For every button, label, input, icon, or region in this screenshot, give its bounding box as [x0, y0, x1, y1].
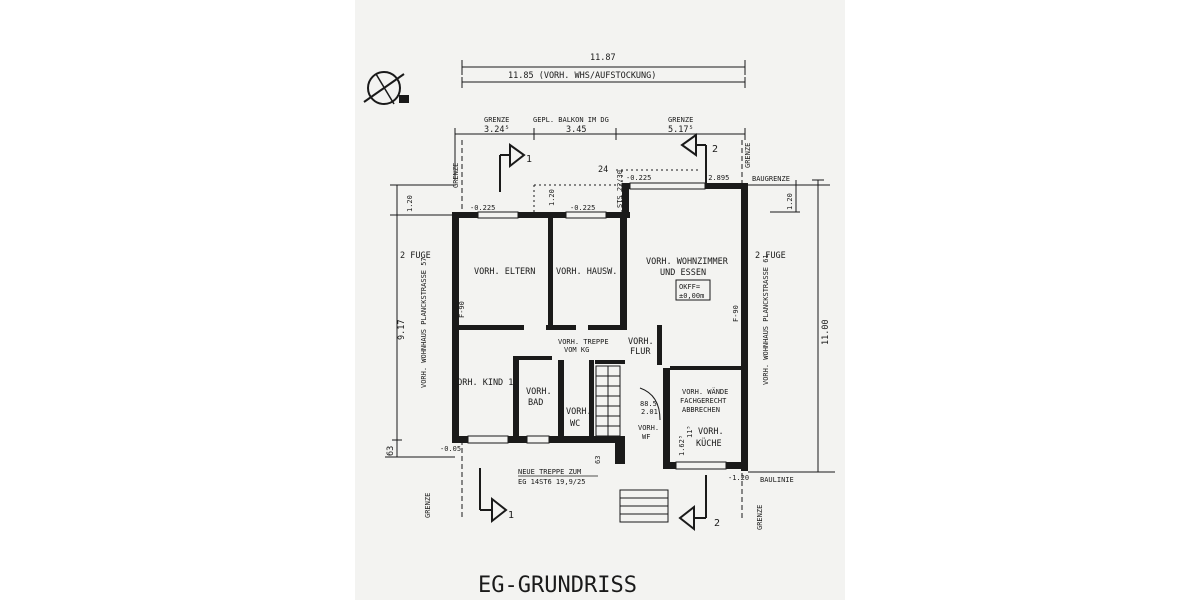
room-wohnzimmer-1: VORH. WOHNZIMMER: [646, 257, 729, 267]
level-label-4a: -0.225: [626, 174, 651, 182]
room-hausw: VORH. HAUSW.: [556, 267, 617, 277]
fuge-left-label: 2 FUGE: [400, 251, 431, 261]
level-label-6: -1.20: [728, 474, 749, 482]
room-bad-2: BAD: [528, 398, 543, 408]
section-label-top-1: 1: [526, 154, 532, 165]
stair-note-1: NEUE TREPPE ZUM: [518, 468, 581, 476]
walls-note-3: ABBRECHEN: [682, 406, 720, 414]
room-flur-1: VORH.: [628, 337, 654, 347]
room-wohnzimmer-2: UND ESSEN: [660, 268, 706, 278]
door-dim-1: 88.5: [640, 400, 657, 408]
section-marker-bottom-1: [479, 468, 508, 524]
room-treppe-2: VOM KG: [564, 346, 589, 354]
f90-right-label: F-90: [732, 305, 740, 322]
section-label-top-2: 2: [712, 144, 718, 155]
paper-sheet: [355, 0, 845, 600]
walls-note-1: VORH. WÄNDE: [682, 387, 728, 396]
windows: [467, 182, 727, 470]
middle-segment-label: 3.45: [566, 125, 586, 135]
section-label-bottom-2: 2: [714, 518, 720, 529]
level-label-5: -0.05: [440, 445, 461, 453]
okff-box: [675, 279, 711, 301]
house-left-label: VORH. WOHNHAUS PLANCKSTRASSE 57: [420, 257, 428, 388]
top-offset-mid: 1.20: [548, 189, 556, 206]
sts-label: STS 22/30: [616, 170, 624, 208]
fuge-right-label: 2 FUGE: [755, 251, 786, 261]
entrance-stairs: [619, 489, 669, 523]
interior-stairs: [595, 365, 621, 437]
door-dim-3: 1.62⁵: [678, 435, 686, 456]
room-wc-1: VORH.: [566, 407, 592, 417]
section-marker-bottom-2: [678, 475, 707, 532]
room-wc-2: WC: [570, 419, 580, 429]
right-height-label: 11.00: [821, 319, 831, 345]
left-height-dimension: [392, 184, 402, 458]
level-label-1: -0.225: [470, 204, 495, 212]
level-label-4: -2.895: [704, 174, 729, 182]
room-kueche-2: KÜCHE: [696, 438, 722, 449]
right-segment-label: 5.17⁵: [668, 125, 694, 135]
level-label-2: -0.225: [570, 204, 595, 212]
bottom-offset-label: 63: [386, 446, 396, 456]
left-height-label: 9.17: [397, 320, 407, 340]
door-dim-2: 2.01: [641, 408, 658, 416]
section-marker-top-2: [680, 133, 707, 183]
grenze-label-top-right: GRENZE: [668, 116, 693, 124]
baugrenze-label: BAUGRENZE: [752, 175, 790, 183]
room-wf-1: VORH.: [638, 424, 659, 432]
top-offset-right: 1.20: [786, 193, 794, 210]
grenze-label-left: GRENZE: [452, 163, 460, 188]
room-kueche-1: VORH.: [698, 427, 724, 437]
room-flur-2: FLUR: [630, 347, 651, 357]
grenze-label-bottom-right: GRENZE: [756, 505, 764, 530]
okff-label-1: OKFF=: [679, 283, 700, 291]
right-height-dimension: [795, 179, 824, 473]
room-eltern: VORH. ELTERN: [474, 267, 535, 277]
okff-label-2: ±0,00m: [679, 292, 704, 300]
door-dim-4: 11⁵: [686, 425, 694, 438]
room-wf-2: WF: [642, 433, 650, 441]
wall-dim-label: 63: [594, 456, 602, 464]
grenze-label-bottom-left: GRENZE: [424, 493, 432, 518]
baulinie-label: BAULINIE: [760, 476, 794, 484]
section-marker-top-1: [499, 143, 526, 192]
overall-width-label: 11.87: [590, 53, 616, 63]
overall-dimension-line: [461, 60, 746, 88]
top-offset-left: 1.20: [406, 195, 414, 212]
section-label-bottom-1: 1: [508, 510, 514, 521]
house-right-label: VORH. WOHNHAUS PLANCKSTRASSE 61: [762, 254, 770, 385]
stair-dim-label: 24: [598, 165, 608, 175]
north-arrow-icon: [363, 71, 409, 105]
door-swing: [639, 387, 661, 421]
walls-note-2: FACHGERECHT: [680, 397, 727, 405]
drawing-title: EG-GRUNDRISS: [478, 573, 637, 598]
f90-left-label: F-90: [458, 301, 466, 318]
room-kind: VORH. KIND 1: [452, 378, 513, 388]
boundary-line: [461, 140, 743, 520]
existing-width-label: 11.85 (VORH. WHS/AUFSTOCKUNG): [508, 71, 656, 81]
room-bad-1: VORH.: [526, 387, 552, 397]
left-segment-label: 3.24⁵: [484, 125, 510, 135]
balcony-label: GEPL. BALKON IM DG: [533, 116, 609, 124]
grenze-label-top-left: GRENZE: [484, 116, 509, 124]
grenze-label-right: GRENZE: [744, 143, 752, 168]
room-treppe-1: VORH. TREPPE: [558, 338, 609, 346]
stair-note-2: EG 14ST6 19,9/25: [518, 478, 585, 486]
